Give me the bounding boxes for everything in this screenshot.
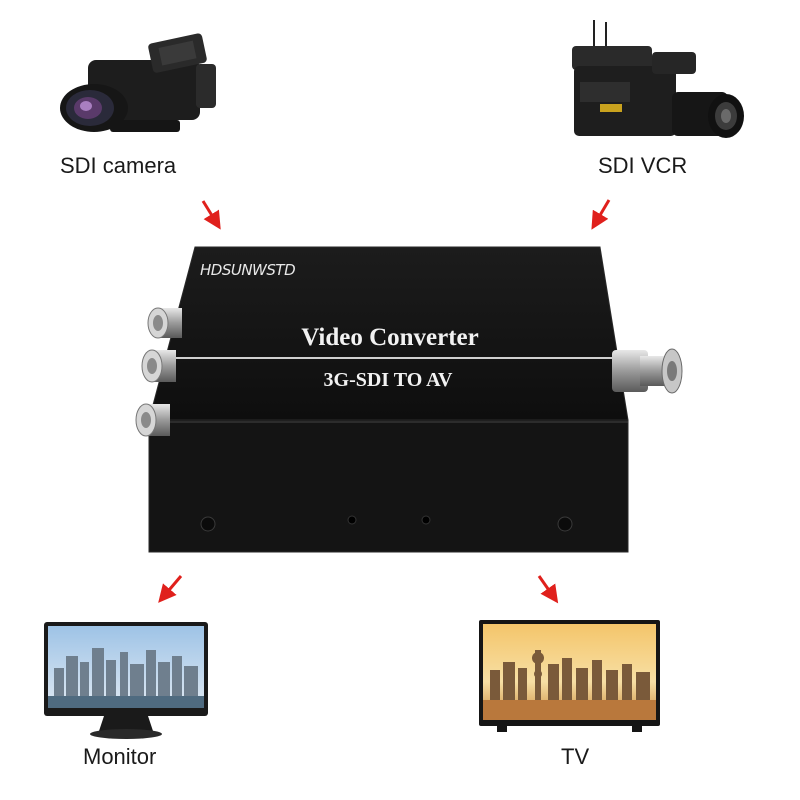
rca-jack-top [147,307,182,339]
hole-right [421,515,431,525]
sdi-camera-label: SDI camera [60,153,177,178]
arrow-converter-to-monitor [158,575,183,603]
sdi-vcr-label: SDI VCR [598,153,688,178]
bnc-connector [612,348,683,394]
converter-subtitle: 3G-SDI TO AV [324,369,454,391]
tv-label: TV [561,744,590,769]
rca-jack-bottom [135,403,170,437]
monitor-label: Monitor [83,744,157,769]
arrow-converter-to-tv [537,575,559,604]
monitor-icon [44,622,208,739]
converter-title: Video Converter [301,324,479,351]
converter-box: HDSUNWSTD Video Converter 3G-SDI TO AV [135,246,683,553]
hole-left [347,515,357,525]
screw-right [557,516,573,532]
arrow-vcr-to-converter [591,199,611,230]
brand-logo: HDSUNWSTD [200,261,295,279]
tv-icon [479,620,660,732]
rca-jack-middle [141,349,176,383]
broadcast-camera-icon [572,20,744,138]
screw-left [200,516,216,532]
video-camera-icon [60,33,216,132]
arrow-camera-to-converter [201,200,221,230]
